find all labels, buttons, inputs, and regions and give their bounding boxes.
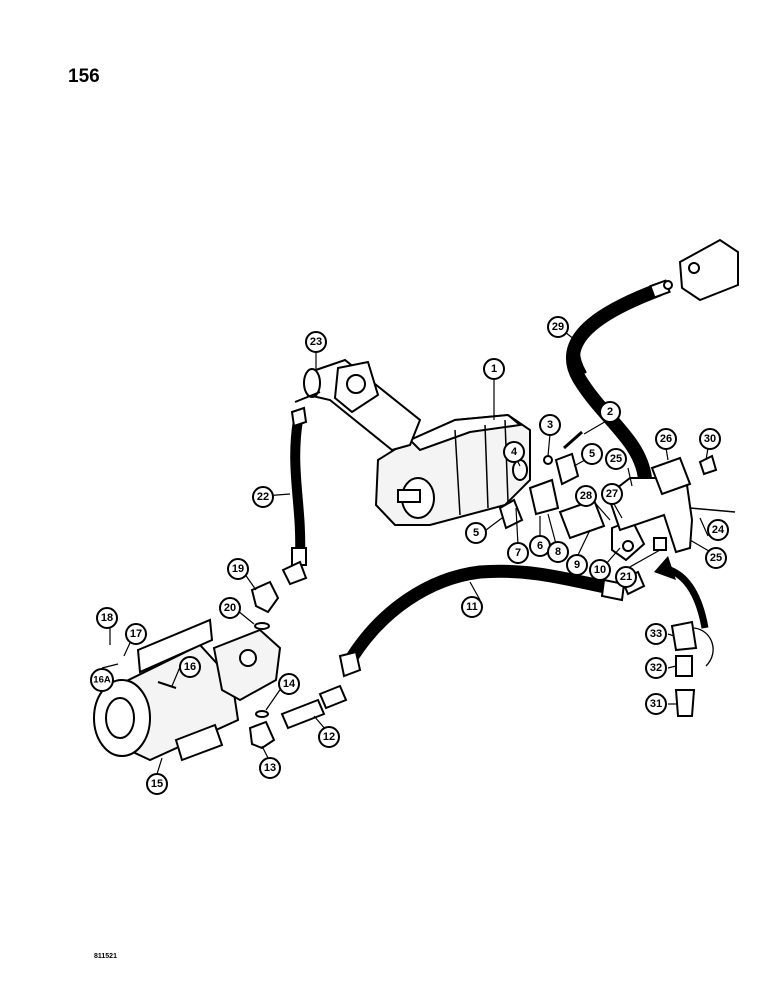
callout-5b: 5: [465, 522, 487, 544]
electric-motor: [93, 618, 282, 762]
callout-18: 18: [96, 607, 118, 629]
svg-text:33: 33: [650, 628, 662, 640]
svg-text:16A: 16A: [93, 675, 111, 686]
callout-23: 23: [305, 331, 327, 353]
callout-2: 2: [599, 401, 621, 423]
callout-25b: 25: [705, 547, 727, 569]
svg-text:18: 18: [101, 612, 113, 624]
svg-text:14: 14: [283, 678, 296, 690]
svg-text:19: 19: [232, 563, 244, 575]
callout-29: 29: [547, 316, 569, 338]
hose-29: [566, 279, 671, 485]
coupler-half-32: [675, 655, 693, 677]
callout-24: 24: [707, 519, 729, 541]
callout-10: 10: [589, 559, 611, 581]
callout-9: 9: [566, 554, 588, 576]
callout-31: 31: [645, 693, 667, 715]
svg-text:6: 6: [537, 540, 543, 552]
svg-text:3: 3: [547, 419, 553, 431]
callout-15: 15: [146, 773, 168, 795]
svg-text:5: 5: [473, 527, 479, 539]
coupler-26: [650, 456, 692, 496]
callout-4: 4: [503, 441, 525, 463]
page-number: 156: [68, 66, 100, 87]
svg-text:30: 30: [704, 433, 716, 445]
fitting-12: [280, 684, 348, 730]
hose-11: [338, 564, 646, 678]
svg-text:25: 25: [710, 552, 722, 564]
callout-20: 20: [219, 597, 241, 619]
svg-text:28: 28: [580, 490, 592, 502]
svg-text:10: 10: [594, 564, 606, 576]
svg-text:25: 25: [610, 453, 622, 465]
svg-text:13: 13: [264, 762, 276, 774]
elbow-13: [248, 720, 276, 750]
callout-13: 13: [259, 757, 281, 779]
cable-24: [689, 507, 736, 513]
bracket-25: [606, 477, 694, 554]
elbow-19: [250, 580, 280, 614]
svg-text:22: 22: [257, 491, 269, 503]
svg-text:4: 4: [511, 446, 518, 458]
callout-25a: 25: [605, 448, 627, 470]
svg-text:29: 29: [552, 321, 564, 333]
hydraulic-pump: [374, 413, 531, 526]
callout-28: 28: [575, 485, 597, 507]
svg-text:11: 11: [466, 601, 478, 613]
callout-6: 6: [529, 535, 551, 557]
callout-14: 14: [278, 673, 300, 695]
svg-text:5: 5: [589, 448, 595, 460]
callout-21: 21: [615, 566, 637, 588]
callout-12: 12: [318, 726, 340, 748]
callout-7: 7: [507, 542, 529, 564]
callout-27: 27: [601, 483, 623, 505]
hose-22: [281, 406, 308, 586]
svg-text:21: 21: [620, 571, 632, 583]
svg-text:2: 2: [607, 406, 613, 418]
cap-21: [653, 537, 667, 551]
reference-arrow: [654, 556, 709, 629]
svg-text:27: 27: [606, 488, 618, 500]
svg-text:26: 26: [660, 433, 672, 445]
suction-tube: [294, 358, 422, 452]
dust-cap-30: [698, 454, 718, 476]
callout-19: 19: [227, 558, 249, 580]
svg-text:20: 20: [224, 602, 236, 614]
callout-1: 1: [483, 358, 505, 380]
callout-30: 30: [699, 428, 721, 450]
svg-text:8: 8: [555, 546, 561, 558]
callout-8: 8: [547, 541, 569, 563]
svg-text:16: 16: [184, 661, 196, 673]
callout-3: 3: [539, 414, 561, 436]
svg-text:7: 7: [515, 547, 521, 559]
svg-text:23: 23: [310, 336, 322, 348]
figure-code: 811521: [94, 953, 117, 960]
dust-cap-33: [670, 620, 714, 667]
valve-block: [663, 238, 739, 302]
coupler-half-31: [674, 689, 696, 717]
callout-17: 17: [125, 623, 147, 645]
svg-text:15: 15: [151, 778, 163, 790]
svg-text:31: 31: [650, 698, 662, 710]
callout-33: 33: [645, 623, 667, 645]
fitting-8: [528, 478, 560, 516]
svg-text:24: 24: [712, 524, 725, 536]
callout-11: 11: [461, 596, 483, 618]
callout-26: 26: [655, 428, 677, 450]
fitting-4: [512, 459, 528, 481]
svg-text:1: 1: [491, 363, 497, 375]
callout-16a: 16A: [90, 668, 114, 692]
svg-text:9: 9: [574, 559, 580, 571]
callout-16: 16: [179, 656, 201, 678]
callout-22: 22: [252, 486, 274, 508]
oring-14: [255, 710, 269, 718]
callout-32: 32: [645, 657, 667, 679]
callout-5a: 5: [581, 443, 603, 465]
svg-text:17: 17: [130, 628, 142, 640]
oring-20: [254, 622, 270, 630]
svg-text:32: 32: [650, 662, 662, 674]
svg-text:12: 12: [323, 731, 335, 743]
